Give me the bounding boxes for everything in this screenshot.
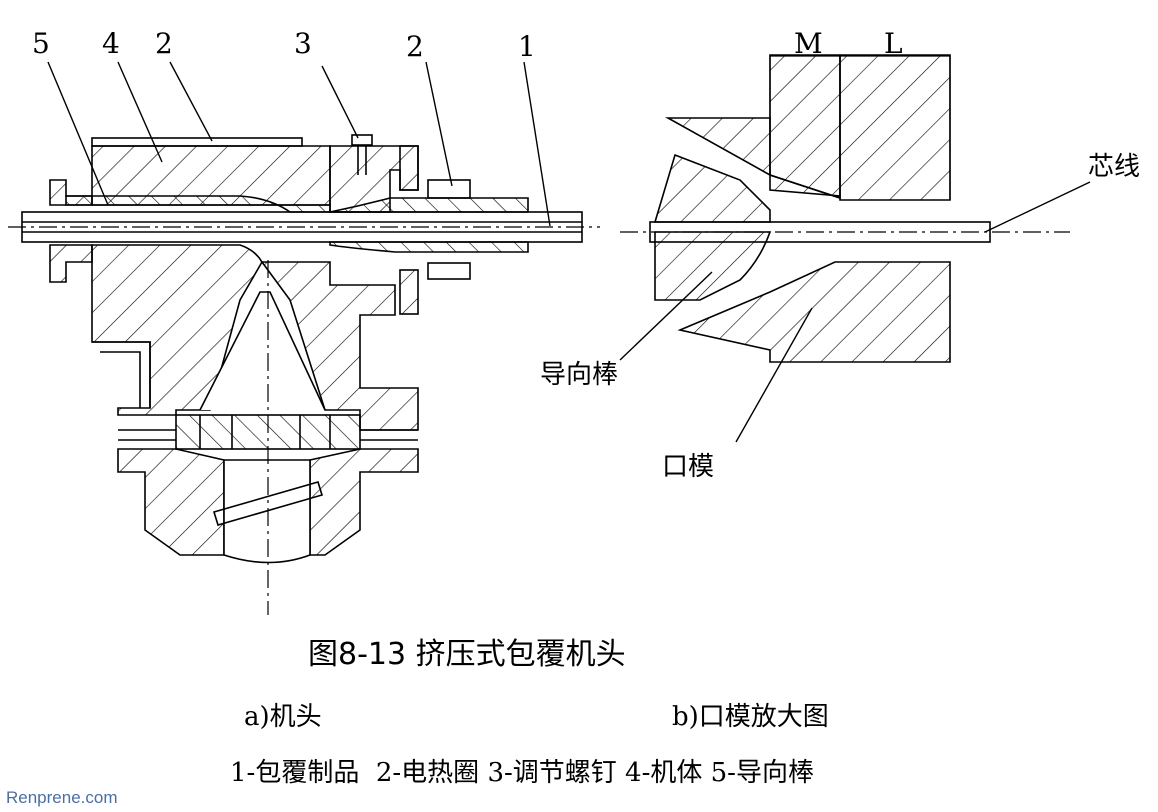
- die-screw-block-top: [399, 145, 419, 191]
- leaders-b: [619, 181, 1091, 443]
- die-label: 口模: [662, 452, 715, 482]
- subcaption-b: b)口模放大图: [672, 702, 829, 732]
- base-right: [309, 448, 419, 556]
- label-3: 3: [294, 27, 312, 60]
- die-sleeve-upper: [329, 197, 529, 213]
- label-4: 4: [102, 27, 120, 60]
- head-assembly: [8, 134, 600, 615]
- label-1: 1: [518, 30, 536, 63]
- leaders-a: [47, 61, 551, 227]
- heater-band-top: [91, 137, 303, 147]
- die-lower-b: [677, 261, 951, 363]
- guide-rod-label: 导向棒: [540, 360, 619, 390]
- core-wire-label: 芯线: [1088, 152, 1141, 182]
- feed-cone: [199, 291, 326, 411]
- die-screw-block-bottom: [399, 269, 419, 315]
- label-5: 5: [32, 27, 50, 60]
- dim-l-label: L: [884, 27, 903, 60]
- dim-m-label: M: [794, 27, 823, 60]
- label-2-right: 2: [406, 30, 424, 63]
- watermark: Renprene.com: [6, 788, 118, 807]
- figure-legend: 1-包覆制品 2-电热圈 3-调节螺钉 4-机体 5-导向棒: [230, 758, 814, 788]
- subcaption-a: a)机头: [244, 702, 322, 732]
- heater-band-right-bottom: [427, 262, 471, 280]
- guide-rod-lower-b: [654, 231, 772, 301]
- body-lower-right: [260, 261, 419, 431]
- label-2-top: 2: [155, 27, 173, 60]
- die-enlargement: [620, 54, 1070, 363]
- base-left: [117, 448, 225, 556]
- core-wire: [649, 221, 991, 243]
- base-slot: [212, 481, 324, 526]
- flange-bottom: [49, 244, 93, 283]
- figure-title: 图8-13 挤压式包覆机头: [308, 637, 626, 672]
- adjust-screw-head: [351, 134, 373, 146]
- guide-rod-upper-b: [653, 153, 771, 223]
- heater-band-right-top: [427, 179, 471, 199]
- die-sleeve-lower: [329, 241, 529, 253]
